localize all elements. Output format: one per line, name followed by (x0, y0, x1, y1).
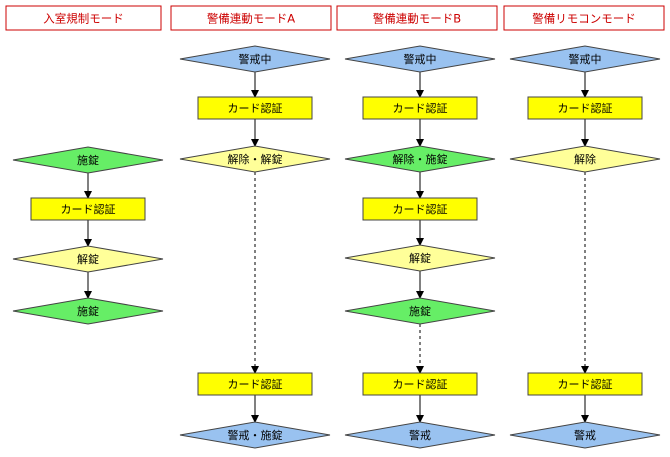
node-label: カード認証 (61, 202, 116, 216)
decision-node: 解除・解錠 (179, 145, 331, 173)
column-header-nyushitsu: 入室規制モード (5, 5, 162, 31)
node-label: 解除 (574, 152, 596, 166)
process-node: カード認証 (362, 96, 478, 120)
node-label: カード認証 (558, 101, 613, 115)
decision-node: 警戒中 (179, 45, 331, 73)
diamond-shape (12, 146, 164, 174)
rect-shape (527, 96, 643, 120)
process-node: カード認証 (527, 96, 643, 120)
rect-shape (197, 372, 313, 396)
process-node: カード認証 (362, 372, 478, 396)
rect-shape (527, 372, 643, 396)
column-header-keibi-a: 警備連動モードA (170, 5, 332, 31)
process-node: カード認証 (362, 197, 478, 221)
rect-shape (30, 197, 146, 221)
diamond-shape (344, 421, 496, 449)
process-node: カード認証 (197, 96, 313, 120)
diamond-shape (179, 145, 331, 173)
process-node: カード認証 (30, 197, 146, 221)
decision-node: 警戒・施錠 (179, 421, 331, 449)
process-node: カード認証 (197, 372, 313, 396)
column-header-keibi-remote: 警備リモコンモード (503, 5, 665, 31)
diamond-shape (179, 45, 331, 73)
rect-shape (362, 372, 478, 396)
node-label: 施錠 (77, 153, 99, 167)
node-label: カード認証 (558, 377, 613, 391)
decision-node: 警戒中 (509, 45, 661, 73)
diamond-shape (509, 421, 661, 449)
node-label: カード認証 (228, 101, 283, 115)
diamond-shape (509, 45, 661, 73)
node-label: 解錠 (409, 251, 431, 265)
decision-node: 警戒 (509, 421, 661, 449)
column-title: 警備連動モードA (207, 12, 295, 26)
node-label: カード認証 (393, 101, 448, 115)
decision-node: 施錠 (344, 297, 496, 325)
node-label: 解除・施錠 (393, 152, 448, 166)
column-title: 警備リモコンモード (532, 12, 636, 26)
node-label: 警戒・施錠 (228, 428, 283, 442)
decision-node: 解除 (509, 145, 661, 173)
decision-node: 解除・施錠 (344, 145, 496, 173)
node-label: 警戒中 (404, 52, 437, 66)
rect-shape (362, 96, 478, 120)
column-title: 警備連動モードB (373, 12, 461, 26)
diamond-shape (344, 297, 496, 325)
node-label: カード認証 (393, 202, 448, 216)
column-title: 入室規制モード (43, 12, 124, 26)
node-label: 施錠 (77, 304, 99, 318)
diamond-shape (344, 244, 496, 272)
rect-shape (197, 96, 313, 120)
decision-node: 警戒中 (344, 45, 496, 73)
rect-shape (362, 197, 478, 221)
node-label: 施錠 (409, 304, 431, 318)
node-label: 解除・解錠 (228, 152, 283, 166)
decision-node: 解錠 (344, 244, 496, 272)
process-node: カード認証 (527, 372, 643, 396)
decision-node: 警戒 (344, 421, 496, 449)
node-label: カード認証 (228, 377, 283, 391)
diamond-shape (179, 421, 331, 449)
diamond-shape (509, 145, 661, 173)
diamond-shape (12, 297, 164, 325)
node-label: 警戒中 (569, 52, 602, 66)
diamond-shape (12, 245, 164, 273)
decision-node: 施錠 (12, 297, 164, 325)
decision-node: 施錠 (12, 146, 164, 174)
node-label: カード認証 (393, 377, 448, 391)
node-label: 解錠 (77, 252, 99, 266)
node-label: 警戒 (409, 428, 431, 442)
node-label: 警戒 (574, 428, 596, 442)
diamond-shape (344, 145, 496, 173)
decision-node: 解錠 (12, 245, 164, 273)
diamond-shape (344, 45, 496, 73)
node-label: 警戒中 (239, 52, 272, 66)
column-header-keibi-b: 警備連動モードB (336, 5, 498, 31)
